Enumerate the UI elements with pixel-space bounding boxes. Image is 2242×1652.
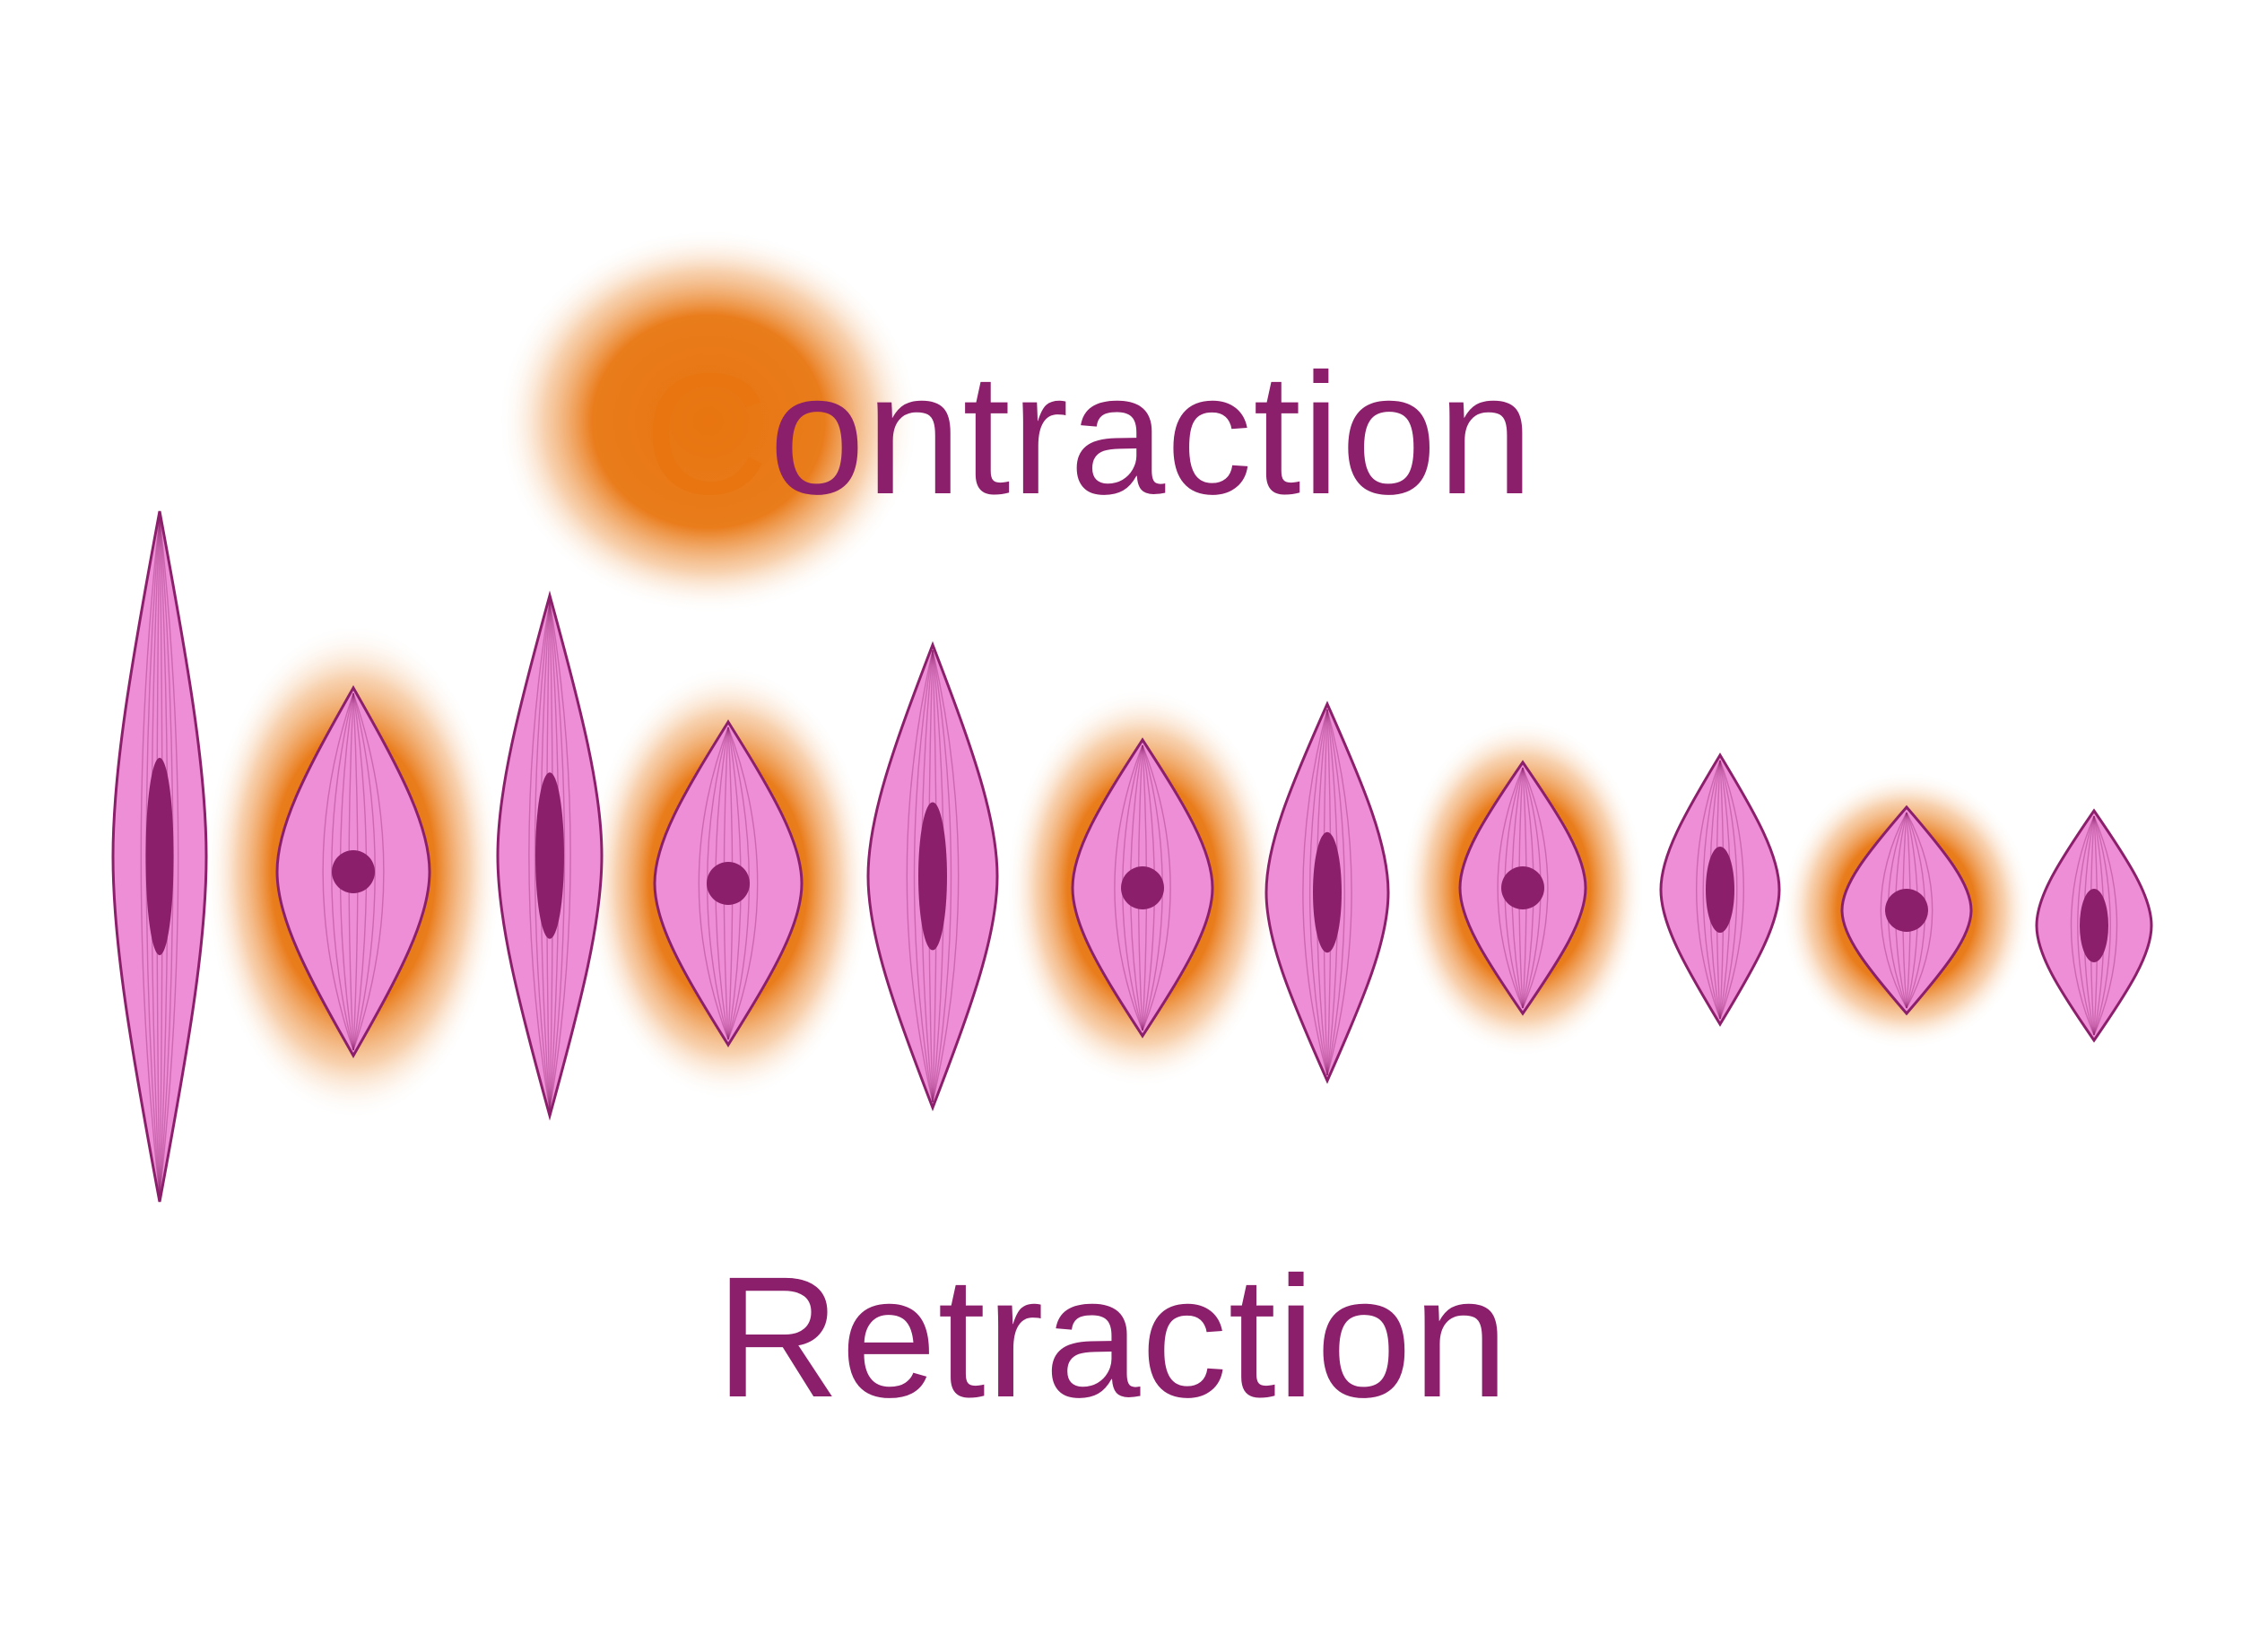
cell-nucleus (1501, 866, 1544, 909)
muscle-cell-relaxed (1266, 704, 1388, 1081)
muscle-cell-relaxed (113, 511, 206, 1202)
label-retraction: Retraction (716, 1251, 1509, 1423)
muscle-cell-relaxed (2037, 811, 2151, 1040)
cell-nucleus (1121, 866, 1164, 909)
cell-nucleus (2080, 889, 2108, 962)
cell-nucleus (1885, 889, 1928, 932)
muscle-cell-relaxed (498, 596, 602, 1116)
cell-nucleus (1313, 832, 1342, 952)
muscle-cell-relaxed (868, 645, 997, 1108)
cell-nucleus (707, 862, 750, 905)
cell-nucleus (1706, 847, 1734, 933)
label-contraction-rest: ontraction (769, 337, 1534, 530)
cell-nucleus (918, 802, 947, 950)
muscle-cell-relaxed (1661, 755, 1779, 1024)
cell-nucleus (145, 758, 173, 955)
cell-nucleus (332, 850, 375, 893)
label-contraction: Contraction (644, 348, 1534, 520)
label-contraction-first-letter: C (644, 337, 769, 530)
cell-nucleus (535, 772, 564, 939)
